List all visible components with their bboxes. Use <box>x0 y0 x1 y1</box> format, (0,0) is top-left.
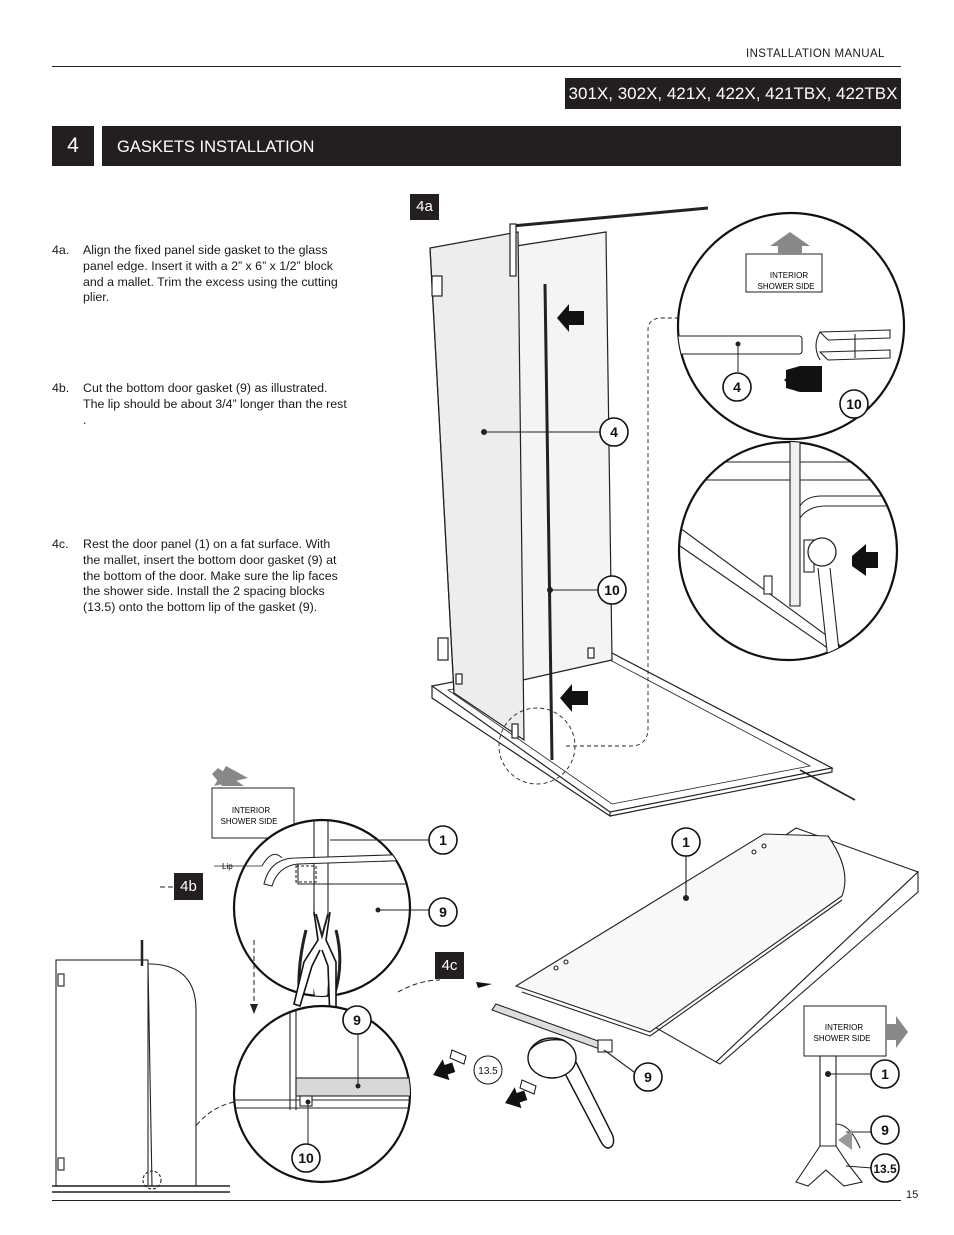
callout-1: 1 <box>881 1066 889 1082</box>
footer-rule <box>52 1200 901 1201</box>
callout-13-5: 13.5 <box>478 1066 498 1077</box>
callout-10: 10 <box>846 396 862 412</box>
figure-tag-4a: 4a <box>410 194 439 220</box>
callout-9: 9 <box>353 1012 361 1028</box>
header-rule <box>52 66 901 67</box>
spacing-blocks <box>449 1049 537 1095</box>
interior-label-line1: INTERIOR <box>770 271 808 280</box>
detail-circle-door-mallet <box>677 440 899 662</box>
manual-label: INSTALLATION MANUAL <box>746 48 885 60</box>
arrow-icon <box>557 304 588 712</box>
instruction-label: 4b. <box>52 381 70 395</box>
instruction-4b: 4b. Cut the bottom door gasket (9) as il… <box>52 381 352 428</box>
instruction-4a: 4a. Align the fixed panel side gasket to… <box>52 243 352 306</box>
mallet-icon <box>527 1037 615 1149</box>
door-profile-drawing <box>795 1055 873 1187</box>
figure-tag-4b: 4b <box>174 873 203 900</box>
door-on-surface-drawing <box>491 827 920 1073</box>
callout-9: 9 <box>644 1069 652 1085</box>
instruction-text: Align the fixed panel side gasket to the… <box>83 243 338 305</box>
interior-label-line2: SHOWER SIDE <box>814 1034 871 1043</box>
callout-9: 9 <box>881 1122 889 1138</box>
interior-shower-side-box-4b <box>211 766 295 839</box>
detail-circle-gasket-cut <box>214 818 430 998</box>
section-title: GASKETS INSTALLATION <box>102 126 901 166</box>
interior-shower-side-box-4c <box>803 1005 908 1057</box>
instruction-4c: 4c. Rest the door panel (1) on a fat sur… <box>52 537 342 616</box>
instruction-label: 4a. <box>52 243 70 257</box>
callout-group <box>291 372 900 1183</box>
door-elevation-drawing <box>52 940 230 1193</box>
shower-enclosure-drawing <box>429 206 856 818</box>
model-list: 301X, 302X, 421X, 422X, 421TBX, 422TBX <box>565 78 901 109</box>
interior-label-line1: INTERIOR <box>825 1023 863 1032</box>
instruction-text: Cut the bottom door gasket (9) as illust… <box>83 381 347 427</box>
callout-1: 1 <box>682 834 690 850</box>
callout-10: 10 <box>604 582 620 598</box>
interior-label-line1: INTERIOR <box>232 806 270 815</box>
instruction-label: 4c. <box>52 537 69 551</box>
step-number: 4 <box>52 126 94 166</box>
interior-label-line2: SHOWER SIDE <box>758 282 815 291</box>
callout-10: 10 <box>298 1150 314 1166</box>
leader-lines <box>481 429 600 593</box>
callout-4: 4 <box>610 424 618 440</box>
callout-13-5: 13.5 <box>873 1162 897 1176</box>
detail-circle-gasket-top <box>676 211 906 441</box>
callout-9: 9 <box>439 904 447 920</box>
detail-circle-bottom-gasket <box>232 1004 412 1184</box>
page-number: 15 <box>906 1189 919 1201</box>
figure-tag-4c: 4c <box>435 952 464 979</box>
lip-label: Lip <box>222 862 233 871</box>
callout-4: 4 <box>733 379 741 395</box>
instruction-text: Rest the door panel (1) on a fat surface… <box>83 537 338 615</box>
interior-label-line2: SHOWER SIDE <box>221 817 278 826</box>
arrow-icon <box>433 982 528 1109</box>
callout-1: 1 <box>439 832 447 848</box>
